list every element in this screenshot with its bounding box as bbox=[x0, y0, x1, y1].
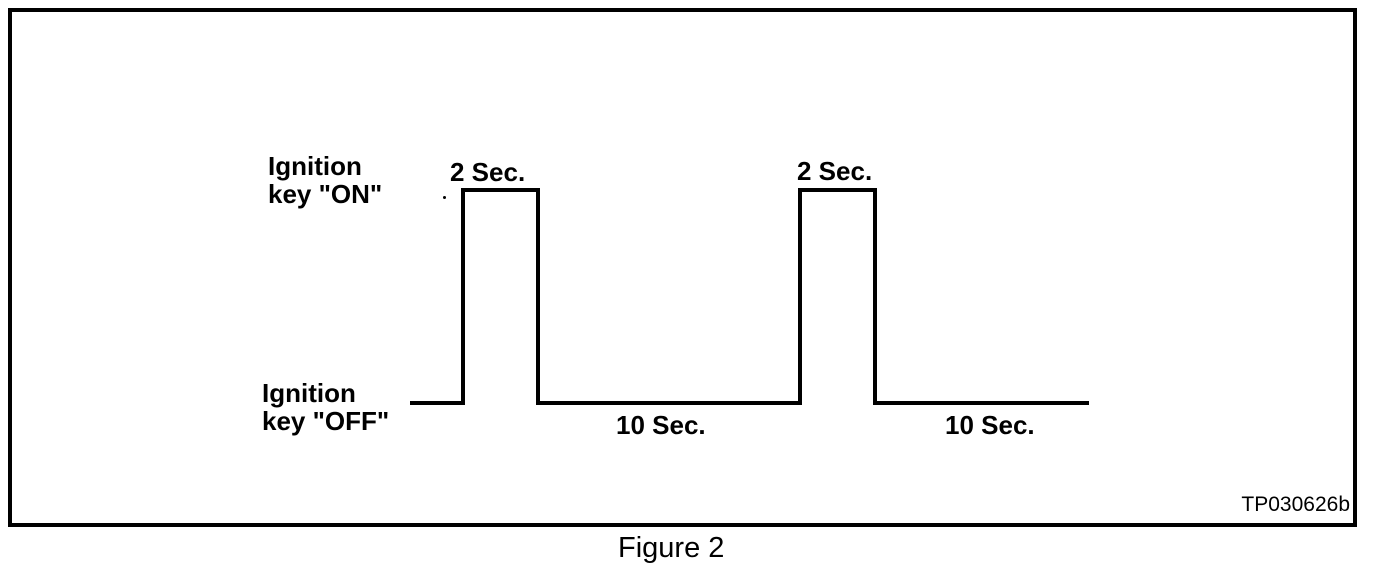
ignition-off-label: Ignition key "OFF" bbox=[262, 379, 389, 435]
reference-code: TP030626b bbox=[1241, 493, 1350, 516]
ignition-on-label-line1: Ignition bbox=[268, 151, 362, 181]
figure-caption: Figure 2 bbox=[618, 532, 725, 564]
ignition-on-label: Ignition key "ON" bbox=[268, 152, 382, 208]
ignition-on-label-line2: key "ON" bbox=[268, 179, 383, 209]
ignition-off-label-line2: key "OFF" bbox=[262, 406, 390, 436]
gap2-duration-label: 10 Sec. bbox=[945, 410, 1035, 440]
pulse2-duration-label: 2 Sec. bbox=[797, 156, 873, 186]
waveform-trace bbox=[410, 188, 1089, 405]
print-artifact-dot bbox=[443, 196, 446, 199]
gap1-duration-label: 10 Sec. bbox=[616, 410, 706, 440]
ignition-off-label-line1: Ignition bbox=[262, 378, 356, 408]
pulse1-duration-label: 2 Sec. bbox=[450, 157, 526, 187]
diagram-border-box bbox=[8, 8, 1357, 527]
